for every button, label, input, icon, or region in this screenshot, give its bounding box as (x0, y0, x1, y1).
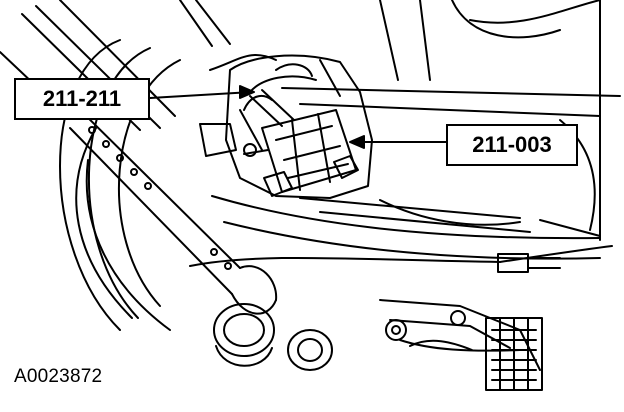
callout-211-211: 211-211 (14, 78, 150, 120)
control-arm (69, 99, 278, 315)
leader-line-211-211 (149, 85, 255, 99)
lower-link (211, 195, 601, 260)
figure-id-label: A0023872 (14, 366, 103, 387)
bolt-plate (485, 317, 543, 391)
tire-outline (59, 39, 277, 331)
knuckle-housing (199, 54, 373, 199)
tool-211-003-body (243, 109, 359, 197)
lower-bushing (213, 303, 333, 371)
subframe-right (379, 0, 601, 241)
tool-211-211-fork (243, 63, 313, 127)
brake-hose (189, 245, 613, 273)
leader-line-211-003 (349, 135, 447, 149)
callout-211-003: 211-003 (446, 124, 578, 166)
upper-link (281, 59, 621, 117)
